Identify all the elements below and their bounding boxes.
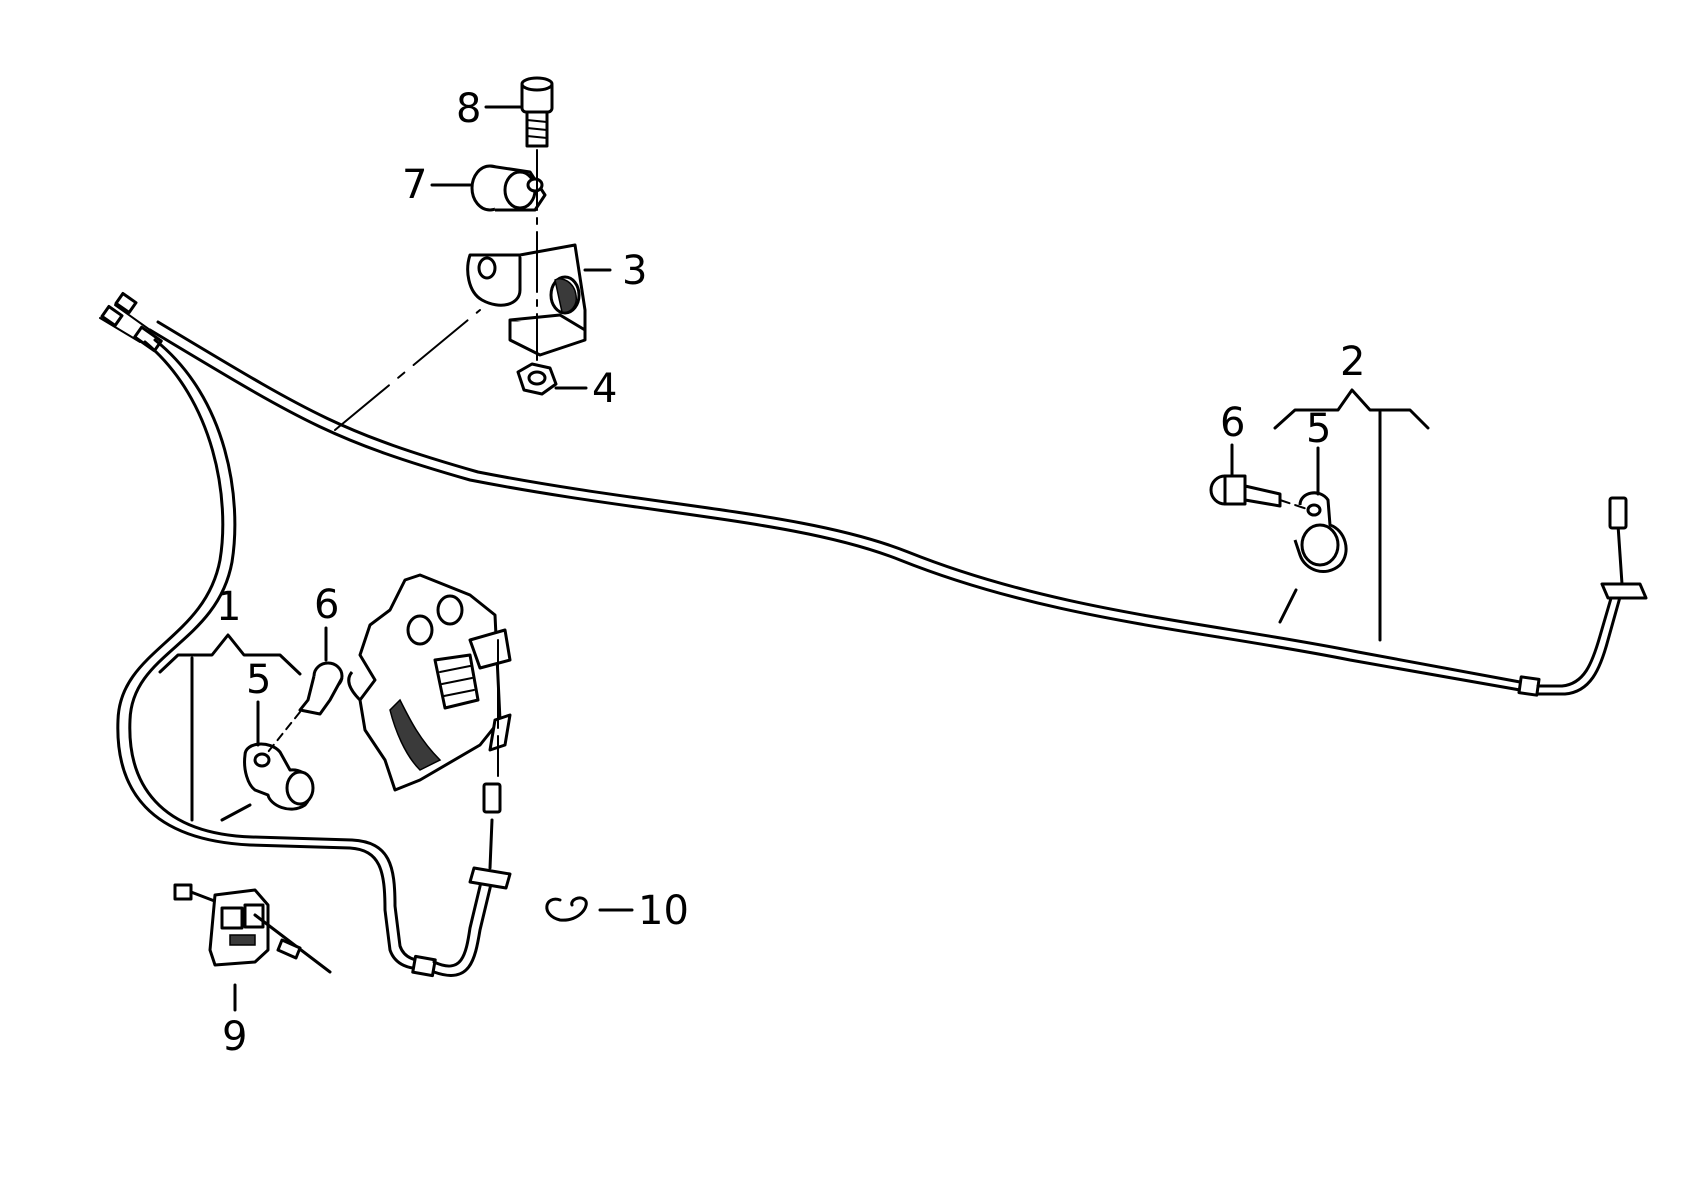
callout-6-left: 6: [314, 582, 339, 628]
bolt-part-8: [520, 76, 554, 148]
callout-3: 3: [622, 248, 647, 294]
callout-10: 10: [638, 888, 689, 934]
callout-6-right: 6: [1220, 400, 1245, 446]
callout-1: 1: [216, 584, 241, 630]
bolt-part-6-left: [298, 661, 344, 716]
callout-4: 4: [592, 366, 617, 412]
callout-9: 9: [222, 1014, 247, 1060]
callout-2: 2: [1340, 339, 1365, 385]
group-bracket-1: [158, 633, 302, 822]
callout-8: 8: [456, 86, 481, 132]
brake-cable-short: [116, 338, 512, 978]
bracket-part-3: [466, 243, 587, 357]
cable-end-fittings: [99, 291, 163, 353]
brake-cable-long: [148, 320, 1648, 697]
bolt-part-6-right: [1209, 474, 1282, 508]
assembly-axis-5-right: [1279, 499, 1311, 511]
handbrake-lever-housing: [347, 573, 512, 792]
clip-part-5-right: [1293, 491, 1348, 573]
switch-part-9: [173, 883, 332, 974]
callout-7: 7: [402, 162, 427, 208]
callout-5-right: 5: [1306, 406, 1331, 452]
leader-bracket-to-cable: [334, 309, 481, 431]
group-bracket-2: [1273, 388, 1430, 642]
clip-part-7: [470, 164, 547, 212]
assembly-axis-5-left: [267, 711, 301, 753]
leader-lines: [233, 105, 1320, 1012]
callout-5-left: 5: [246, 657, 271, 703]
nut-part-4: [516, 362, 558, 396]
circlip-part-10: [545, 896, 588, 922]
clip-part-5-left: [243, 742, 315, 811]
